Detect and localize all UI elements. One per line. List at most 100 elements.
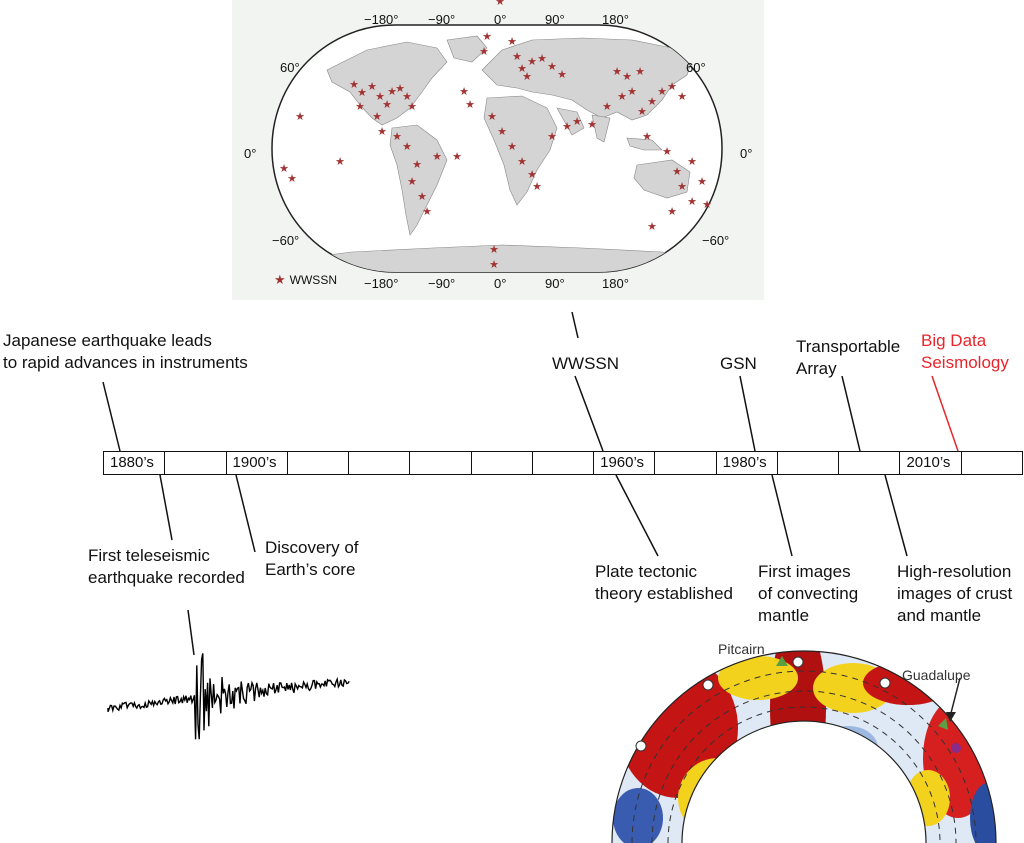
station-star-icon: ★ [612,66,622,78]
station-star-icon: ★ [557,69,567,81]
label-guadalupe: Guadalupe [902,667,971,683]
event-text-line: First images [758,561,858,583]
timeline-cell: 2010’s [899,451,960,475]
map-legend: ★WWSSN [274,272,337,288]
station-star-icon: ★ [489,244,499,256]
station-star-icon: ★ [647,221,657,233]
station-star-icon: ★ [617,91,627,103]
station-star-icon: ★ [295,111,305,123]
station-star-icon: ★ [422,206,432,218]
event-text-line: Japanese earthquake leads [3,330,248,352]
station-marker [880,678,890,688]
station-star-icon: ★ [635,66,645,78]
timeline-cell [961,451,1023,475]
event-text-line: of convecting [758,583,858,605]
event-text-line: Big Data [921,330,1009,352]
event-earth-core: Discovery of Earth’s core [265,537,359,581]
connector-core [236,475,255,552]
timeline-bar: 1880’s 1900’s 1960’s 1980’s 2010’s [103,451,1023,475]
timeline-cell [164,451,225,475]
connector-bigdata [932,376,958,451]
timeline-cell [348,451,409,475]
station-star-icon: ★ [642,131,652,143]
station-star-icon: ★ [572,116,582,128]
event-text-line: Discovery of [265,537,359,559]
event-text-line: earthquake recorded [88,567,245,589]
event-text-line: Plate tectonic [595,561,733,583]
station-star-icon: ★ [667,206,677,218]
station-star-icon: ★ [287,173,297,185]
event-text-line: GSN [720,353,757,375]
station-star-icon: ★ [527,169,537,181]
lat-right-label: −60° [702,233,729,248]
event-text-line: Earth’s core [265,559,359,581]
lon-bottom-label: 180° [602,276,629,291]
event-text-line: First teleseismic [88,545,245,567]
station-star-icon: ★ [487,111,497,123]
event-text-line: mantle [758,605,858,627]
station-marker [951,743,961,753]
event-text-line: High-resolution [897,561,1012,583]
connector-plate [616,475,658,556]
station-marker [703,680,713,690]
connector-teleseismic [160,475,172,540]
station-star-icon: ★ [532,181,542,193]
station-star-icon: ★ [357,87,367,99]
station-star-icon: ★ [372,111,382,123]
event-wwssn: WWSSN [552,353,619,375]
timeline-cell [471,451,532,475]
station-star-icon: ★ [702,199,712,211]
station-star-icon: ★ [495,0,505,8]
station-star-icon: ★ [562,121,572,133]
event-convecting-mantle: First images of convecting mantle [758,561,858,627]
connector-japanese [103,382,120,451]
lat-left-label: 60° [280,60,300,75]
lat-left-label: −60° [272,233,299,248]
timeline-cell: 1980’s [716,451,777,475]
station-star-icon: ★ [465,99,475,111]
station-star-icon: ★ [382,99,392,111]
station-star-icon: ★ [647,96,657,108]
station-star-icon: ★ [479,46,489,58]
station-star-icon: ★ [602,101,612,113]
station-star-icon: ★ [392,131,402,143]
event-text-line: Transportable [796,336,900,358]
star-icon: ★ [274,272,286,287]
station-star-icon: ★ [687,156,697,168]
event-gsn: GSN [720,353,757,375]
event-text-line: to rapid advances in instruments [3,352,248,374]
event-text-line: and mantle [897,605,1012,627]
station-star-icon: ★ [537,53,547,65]
timeline-cell [409,451,470,475]
station-star-icon: ★ [677,181,687,193]
event-transportable-array: Transportable Array [796,336,900,380]
timeline-cell [532,451,593,475]
station-star-icon: ★ [402,141,412,153]
event-text-line: images of crust [897,583,1012,605]
world-map: ★★★★★★★★★★★★★★★★★★★★★★★★★★★★★★★★★★★★★★★★… [232,0,764,300]
event-big-data-seismology: Big Data Seismology [921,330,1009,374]
timeline-cell [287,451,348,475]
lon-bottom-label: −180° [364,276,398,291]
seismogram-waveform [108,653,349,739]
station-star-icon: ★ [482,31,492,43]
lon-bottom-label: −90° [428,276,455,291]
station-star-icon: ★ [637,106,647,118]
label-pitcairn: Pitcairn [718,641,765,657]
lon-top-label: 90° [545,12,565,27]
station-star-icon: ★ [657,86,667,98]
station-star-icon: ★ [667,81,677,93]
lon-top-label: −90° [428,12,455,27]
station-marker [636,741,646,751]
station-star-icon: ★ [412,159,422,171]
station-star-icon: ★ [672,166,682,178]
station-star-icon: ★ [355,101,365,113]
station-star-icon: ★ [587,119,597,131]
lon-top-label: 0° [494,12,506,27]
station-star-icon: ★ [527,56,537,68]
station-star-icon: ★ [377,126,387,138]
timeline-cell [777,451,838,475]
station-star-icon: ★ [522,71,532,83]
station-star-icon: ★ [517,156,527,168]
station-star-icon: ★ [459,86,469,98]
